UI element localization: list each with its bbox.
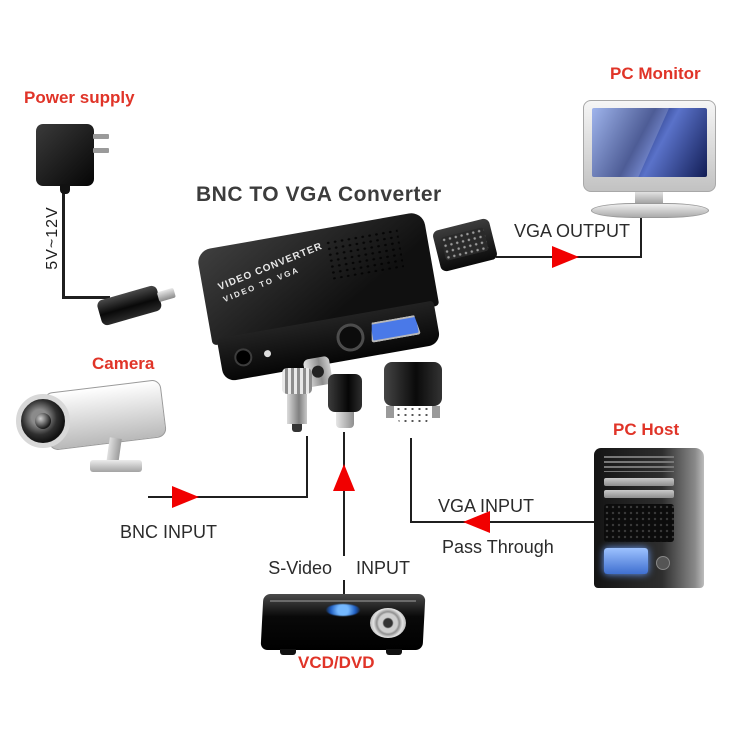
converter-box-icon: VIDEO CONVERTER VIDEO TO VGA: [196, 211, 446, 388]
pc-monitor-label: PC Monitor: [610, 64, 701, 83]
diagram-title: BNC TO VGA Converter: [196, 183, 442, 206]
bnc-input-line-v: [306, 436, 308, 498]
bnc-connector-icon: [282, 368, 312, 432]
pc-tower-icon: [594, 448, 704, 588]
vga-input-arrow-icon: [463, 511, 490, 533]
blu-ray-logo-icon: [326, 604, 360, 616]
power-supply-label: Power supply: [24, 88, 135, 107]
plug-prong-icon: [93, 134, 109, 139]
dc-barrel-plug-icon: [95, 279, 180, 327]
bnc-input-line-h: [148, 496, 308, 498]
vga-input-line-v: [410, 438, 412, 523]
plug-prong-icon: [93, 148, 109, 153]
cctv-camera-icon: [12, 372, 180, 484]
s-video-input-label: INPUT: [356, 558, 410, 578]
power-cable-bend: [62, 296, 110, 299]
s-video-port-icon: [334, 321, 367, 354]
disc-icon: [370, 608, 406, 638]
camera-label: Camera: [92, 354, 155, 373]
bnc-input-arrow-icon: [172, 486, 199, 508]
pc-host-label: PC Host: [613, 420, 680, 439]
led-icon: [263, 349, 272, 358]
s-video-line-bottom: [343, 580, 345, 596]
dvd-player-icon: [260, 594, 426, 655]
vga-output-plug-icon: [431, 217, 499, 273]
s-video-arrow-icon: [333, 464, 355, 491]
power-adapter-icon: [36, 124, 109, 194]
s-video-label: S-Video: [268, 558, 332, 578]
vcd-dvd-label: VCD/DVD: [298, 653, 375, 672]
vga-output-line-v: [640, 214, 642, 258]
pc-monitor-icon: [583, 100, 716, 218]
power-cable-line: [62, 185, 65, 297]
vga-connector-icon: [384, 362, 442, 436]
vent-holes: [324, 227, 405, 280]
camera-lens-icon: [16, 394, 70, 448]
vga-output-label: VGA OUTPUT: [514, 221, 631, 241]
monitor-screen: [592, 108, 707, 177]
vga-output-arrow-icon: [552, 246, 579, 268]
tower-lcd-panel: [604, 548, 648, 574]
vga-port-icon: [368, 315, 421, 343]
cable-stub: [60, 184, 70, 194]
s-video-connector-icon: [328, 374, 362, 434]
converter-print: VIDEO CONVERTER VIDEO TO VGA: [216, 240, 325, 305]
pass-through-label: Pass Through: [442, 537, 554, 557]
vga-input-line-h: [410, 521, 598, 523]
vga-input-label: VGA INPUT: [438, 496, 535, 516]
bnc-input-label: BNC INPUT: [120, 522, 218, 542]
voltage-label: 5V~12V: [44, 206, 61, 270]
dc-jack-icon: [232, 346, 254, 368]
s-video-line-top: [343, 432, 345, 556]
power-button-icon: [656, 556, 670, 570]
